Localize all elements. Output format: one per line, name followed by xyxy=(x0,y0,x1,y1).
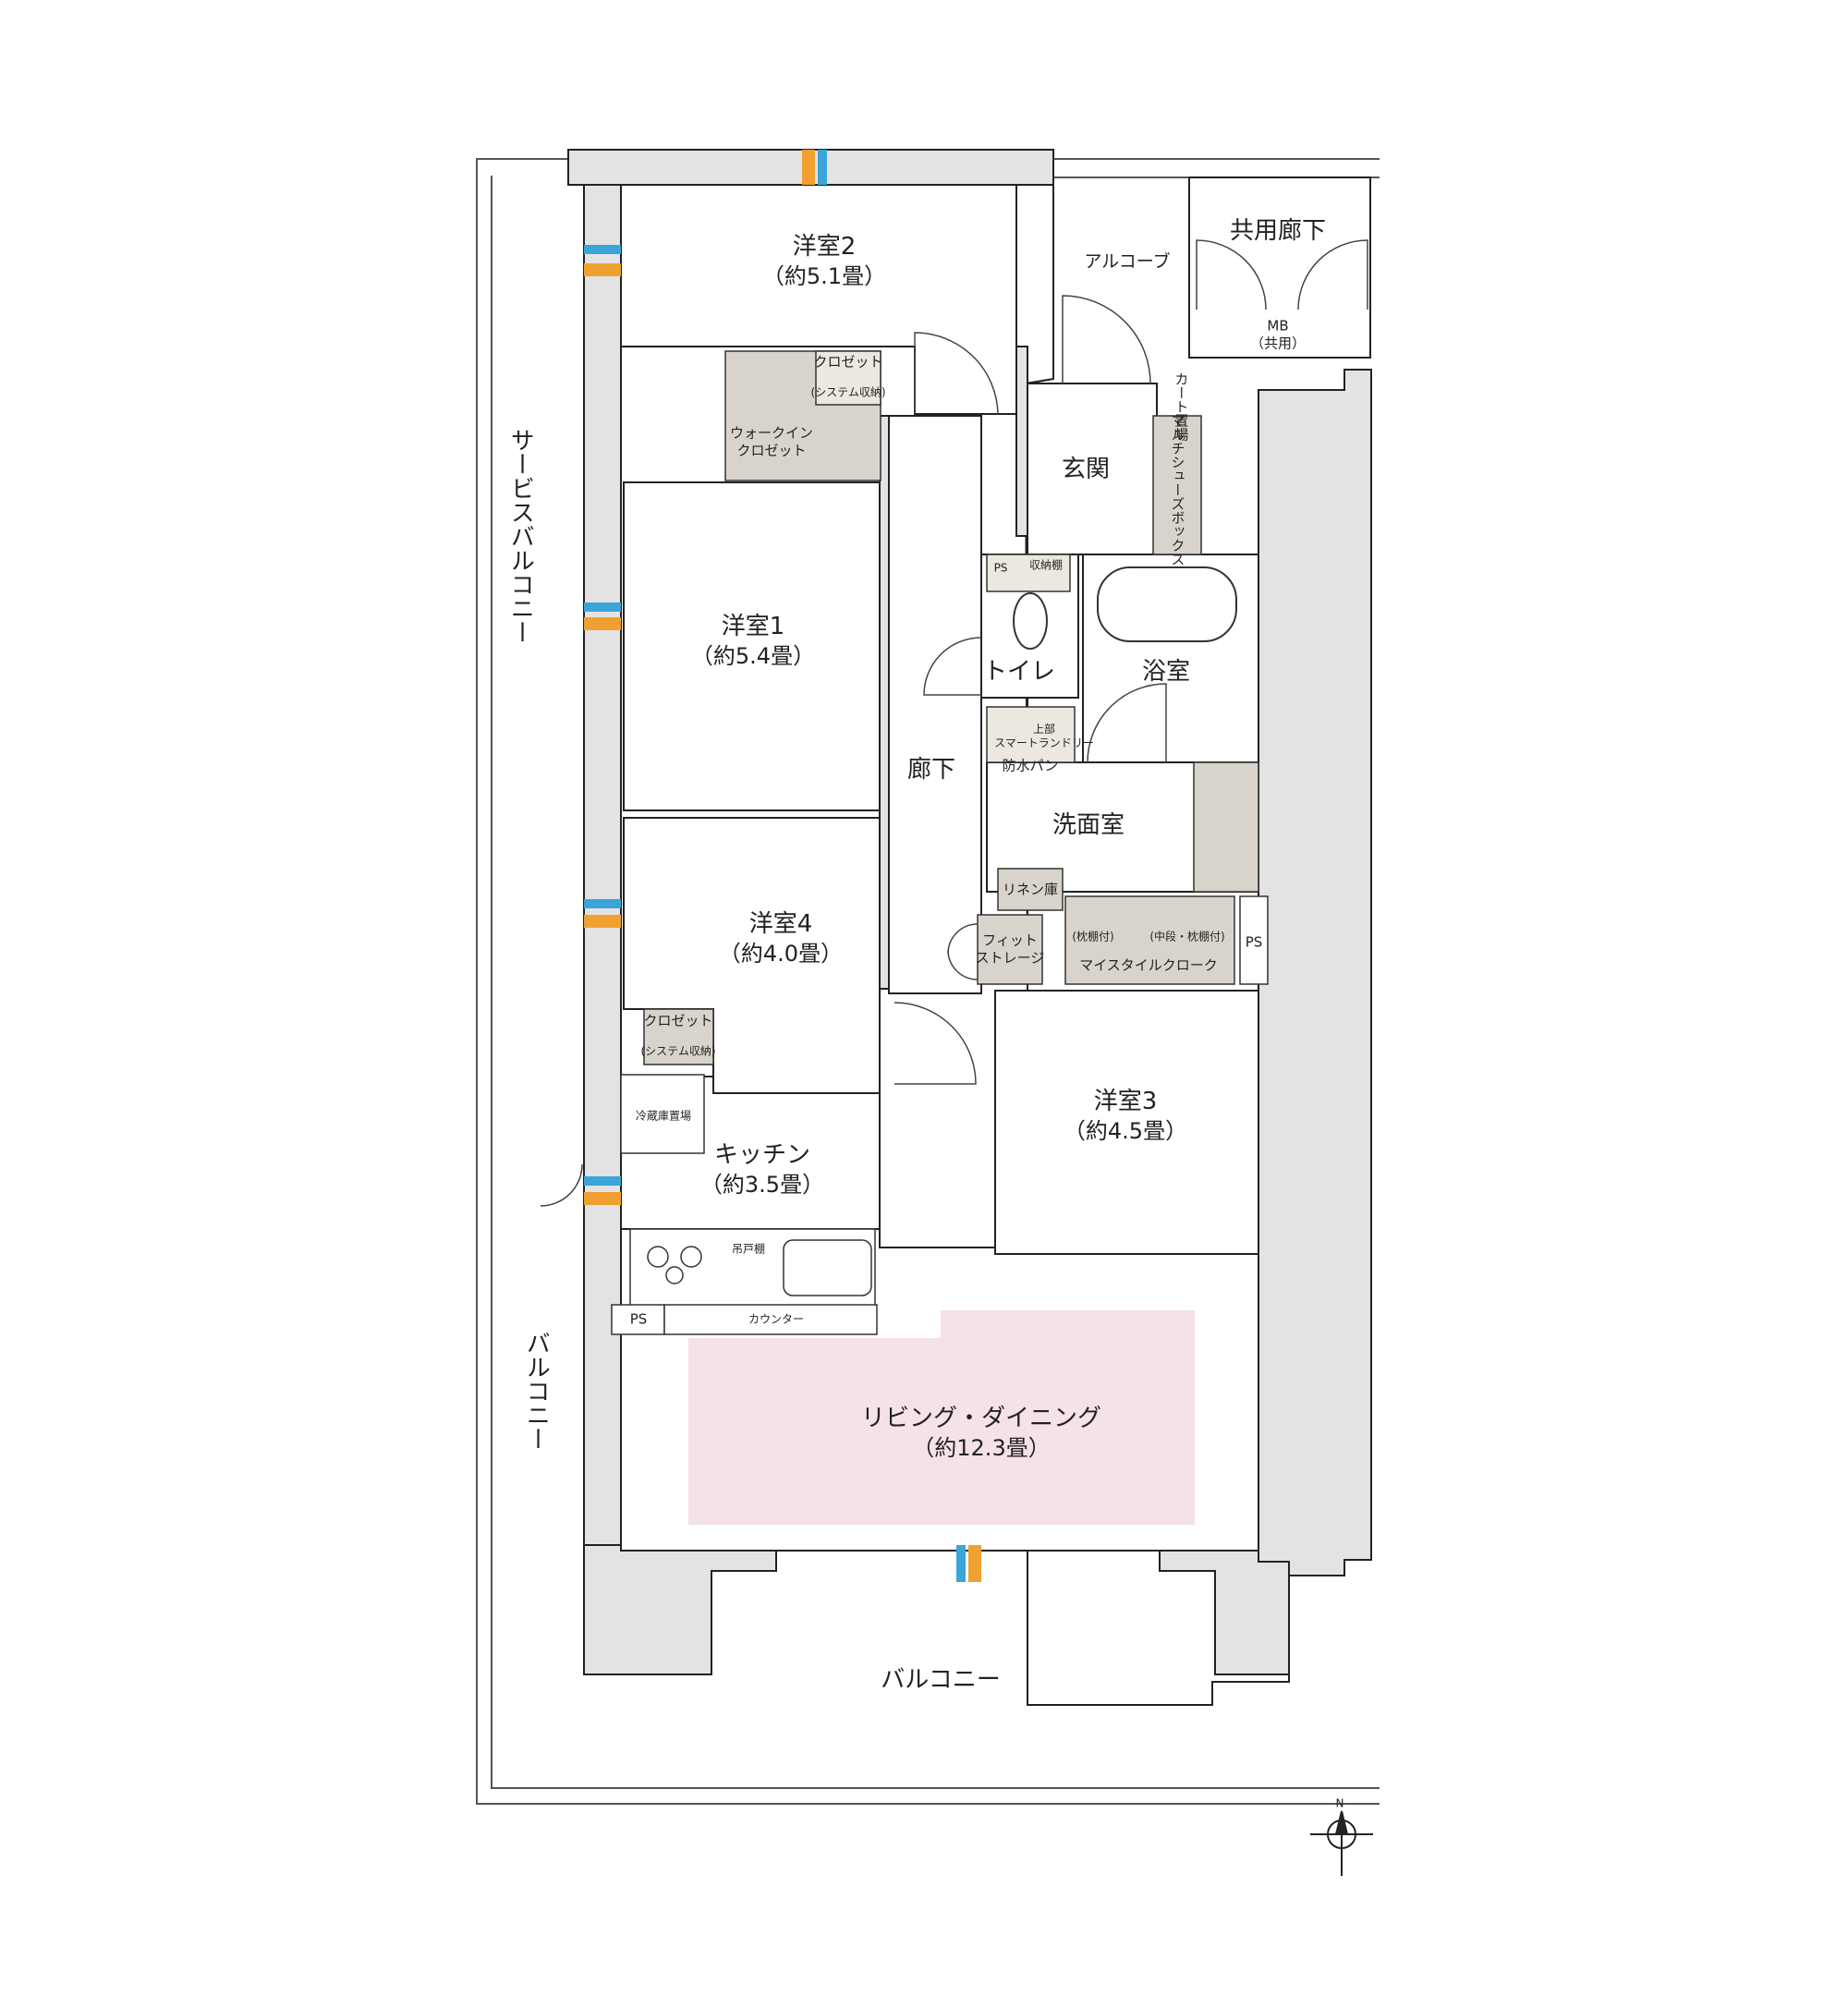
living-highlight xyxy=(688,1310,1195,1525)
storage-shelf-label: 収納棚 xyxy=(1028,558,1064,572)
closet-w4-label: クロゼット xyxy=(643,1012,713,1029)
ps-toilet-label: PS xyxy=(993,561,1008,575)
balcony-railing xyxy=(476,158,1380,1805)
waterproof-pan-label: 防水パン xyxy=(1002,757,1059,774)
room-entrance-label: 玄関 xyxy=(1061,455,1111,483)
pillow-shelf-label: (枕棚付) xyxy=(1072,930,1114,943)
room-washroom-label: 洗面室 xyxy=(1052,810,1125,839)
shoe-box-label: マルチシューズボックス xyxy=(1169,413,1186,566)
room-entrance xyxy=(1027,383,1158,555)
room-bath-label: 浴室 xyxy=(1141,657,1191,686)
room-corridor-label: 廊下 xyxy=(906,755,956,784)
common-corridor-area xyxy=(1188,176,1371,359)
room-western1 xyxy=(623,481,881,811)
balcony-side-label: バルコニー xyxy=(522,1331,551,1451)
counter-label: カウンター xyxy=(748,1312,805,1326)
balcony-bottom-label: バルコニー xyxy=(881,1665,1001,1694)
alcove-label: アルコーブ xyxy=(1084,251,1171,273)
door-swings xyxy=(540,239,1368,1207)
closet-top-sub-label: (システム収納) xyxy=(810,385,886,399)
walk-in-closet-label: ウォークインクロゼット xyxy=(729,424,814,458)
compass-icon xyxy=(1310,1810,1373,1876)
service-balcony-label: サービスバルコニー xyxy=(506,428,535,644)
north-label: N xyxy=(1335,1796,1344,1810)
room-living-label: リビング・ダイニング（約12.3畳） xyxy=(860,1404,1102,1461)
room-western3-label: 洋室3（約4.5畳） xyxy=(1063,1087,1188,1144)
room-western1-label: 洋室1（約5.4畳） xyxy=(690,612,816,669)
bathtub xyxy=(1097,566,1237,642)
mid-pillow-shelf-label: (中段・枕棚付) xyxy=(1149,930,1225,943)
hanging-shelf-label: 吊戸棚 xyxy=(731,1242,766,1256)
common-corridor-label: 共用廊下 xyxy=(1229,216,1327,245)
mb-label: MB（共用） xyxy=(1249,317,1307,351)
ps-kitchen-label: PS xyxy=(629,1310,648,1328)
room-western2-label: 洋室2（約5.1畳） xyxy=(761,232,887,289)
stove xyxy=(647,1246,702,1284)
fridge-label: 冷蔵庫置場 xyxy=(635,1109,692,1123)
ps-cloak-label: PS xyxy=(1245,933,1263,951)
room-western3 xyxy=(994,990,1259,1255)
cart-label: カート置場 xyxy=(1173,371,1190,442)
room-kitchen-label: キッチン（約3.5畳） xyxy=(699,1140,825,1198)
room-western4-label: 洋室4（約4.0畳） xyxy=(718,909,844,967)
upper-laundry-label: 上部スマートランドリー xyxy=(994,723,1094,749)
fit-storage-label: フィットストレージ xyxy=(975,931,1045,966)
closet-top-label: クロゼット xyxy=(813,353,883,371)
toilet-bowl xyxy=(1013,592,1048,650)
closet-w4-sub-label: (システム収納) xyxy=(640,1044,716,1058)
linen-label: リネン庫 xyxy=(1002,881,1059,898)
room-corridor xyxy=(888,415,982,994)
room-toilet-label: トイレ xyxy=(982,657,1056,686)
vent-markers xyxy=(584,150,981,1582)
my-style-cloak-label: マイスタイルクローク xyxy=(1079,956,1218,974)
